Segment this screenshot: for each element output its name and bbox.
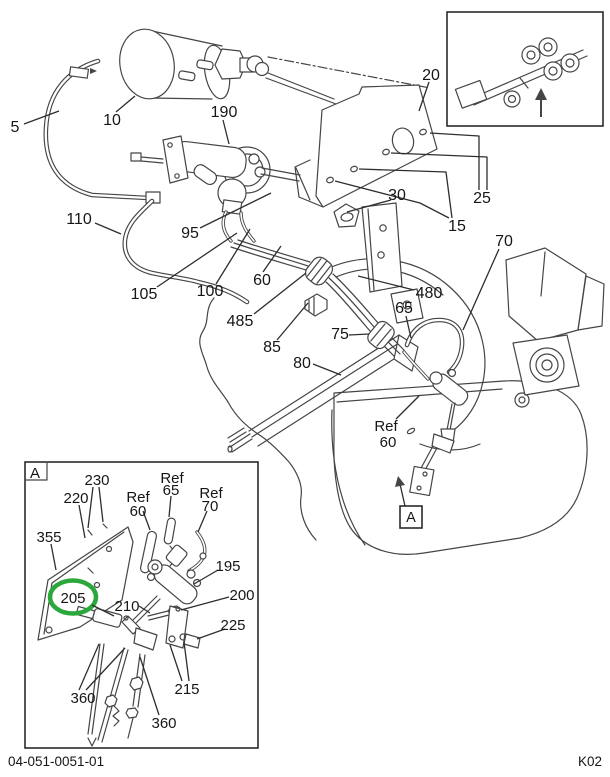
callout-190: 190 (211, 104, 238, 121)
callout-220: 220 (63, 490, 88, 507)
clamp-75 (367, 320, 395, 350)
callout-labels: 5 10 190 110 95 105 100 60 485 85 75 80 … (11, 67, 513, 732)
callout-210: 210 (114, 598, 139, 615)
location-inset (446, 11, 604, 127)
callout-480: 480 (416, 285, 443, 302)
callout-230: 230 (84, 472, 109, 489)
mounting-plate (262, 56, 438, 208)
detail-marker-a (395, 476, 423, 529)
slave-cylinder-assembly (402, 317, 469, 497)
ref-60-hose (139, 530, 158, 582)
callout-100: 100 (197, 283, 224, 300)
supply-hose-110 (122, 198, 250, 305)
detail-marker-label: A (406, 510, 416, 526)
callout-195: 195 (215, 558, 240, 575)
page-code: K02 (578, 754, 602, 769)
callout-360-left: 360 (70, 690, 95, 707)
callout-10: 10 (103, 112, 121, 129)
up-arrow-icon (535, 88, 547, 117)
highlight-ellipse (47, 578, 99, 616)
callout-ref65-number: 65 (163, 482, 180, 499)
callout-215: 215 (174, 681, 199, 698)
hydraulic-tube-bundle (221, 210, 405, 357)
inset-corner-label: A (30, 465, 40, 482)
callout-5: 5 (11, 119, 20, 136)
callout-ref65-prefix: Ref (160, 470, 184, 487)
callout-105: 105 (131, 286, 158, 303)
fluid-reservoir (119, 28, 270, 100)
callout-ref60-prefix: Ref (374, 418, 398, 435)
callout-20: 20 (422, 67, 440, 84)
callout-85: 85 (263, 339, 281, 356)
callout-75: 75 (331, 326, 349, 343)
supply-hose-5 (43, 58, 161, 204)
callout-355: 355 (36, 529, 61, 546)
callout-ref70-number: 70 (202, 498, 219, 515)
callout-95: 95 (181, 225, 199, 242)
callout-ref60-number: 60 (380, 434, 397, 451)
support-bracket-30 (333, 202, 424, 324)
grommet-485 (304, 256, 334, 286)
callout-485: 485 (227, 313, 254, 330)
callout-205: 205 (60, 590, 85, 607)
callout-ref70-prefix: Ref (199, 485, 223, 502)
callout-ref60i-prefix: Ref (126, 489, 150, 506)
callout-25: 25 (473, 190, 491, 207)
callout-60: 60 (253, 272, 271, 289)
master-cylinder-assembly (130, 135, 301, 215)
callout-15: 15 (448, 218, 466, 235)
callout-80: 80 (293, 355, 311, 372)
callout-ref60i-number: 60 (130, 503, 147, 520)
callout-65: 65 (395, 300, 413, 317)
inset-corner-marker (24, 461, 48, 481)
clutch-master-cylinder-195 (121, 544, 202, 635)
callout-200: 200 (229, 587, 254, 604)
leader-lines (23, 81, 500, 716)
document-code: 04-051-0051-01 (8, 754, 104, 769)
truck-chassis-icon (454, 37, 588, 109)
ref-70-hose (187, 530, 207, 573)
bracket-85 (304, 293, 328, 317)
callout-225: 225 (220, 617, 245, 634)
detail-arrow-icon (395, 476, 405, 487)
callout-70: 70 (495, 233, 513, 250)
engine-transmission-outline (199, 247, 605, 555)
callout-110: 110 (66, 211, 92, 228)
callout-30: 30 (388, 187, 406, 204)
callout-360-right: 360 (151, 715, 176, 732)
